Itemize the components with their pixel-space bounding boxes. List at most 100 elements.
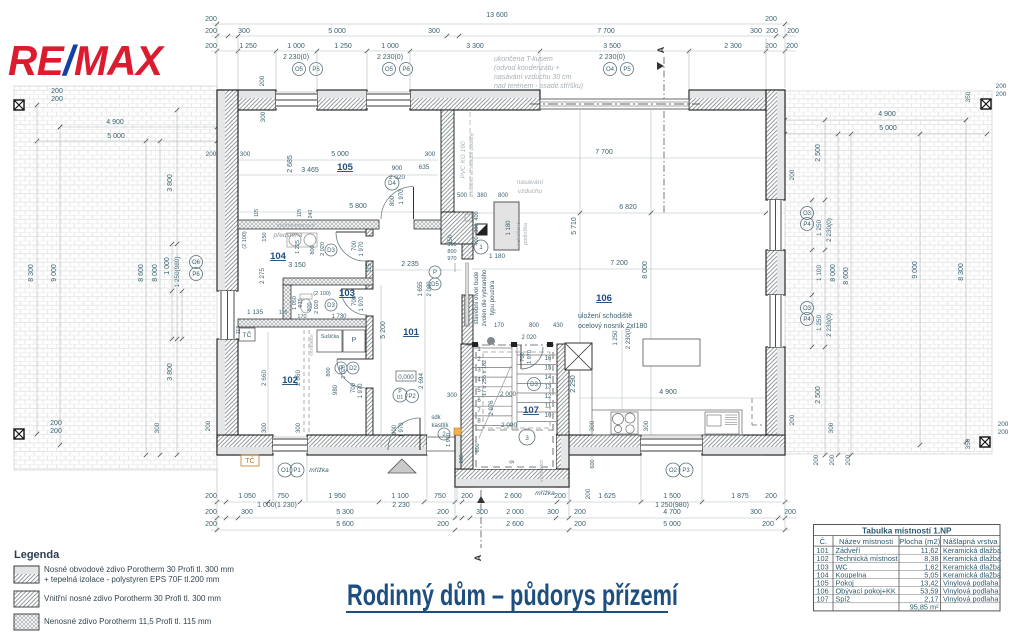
- svg-text:2 660: 2 660: [261, 370, 268, 386]
- svg-text:2 230(0): 2 230(0): [599, 54, 625, 61]
- svg-text:8: 8: [477, 418, 481, 424]
- svg-text:900: 900: [392, 165, 403, 172]
- svg-text:P3: P3: [682, 468, 690, 474]
- svg-text:300: 300: [240, 151, 251, 158]
- svg-text:4: 4: [477, 378, 481, 384]
- svg-text:200: 200: [829, 454, 836, 465]
- svg-text:2 230(0): 2 230(0): [377, 54, 403, 61]
- svg-text:300: 300: [447, 242, 456, 248]
- svg-text:980: 980: [333, 384, 339, 395]
- svg-text:1 050: 1 050: [238, 493, 256, 500]
- svg-text:300: 300: [643, 420, 650, 431]
- svg-text:200: 200: [205, 16, 217, 23]
- svg-text:8 600: 8 600: [138, 264, 145, 282]
- svg-text:300: 300: [260, 111, 267, 122]
- svg-text:Keramická dlažba: Keramická dlažba: [943, 546, 1002, 555]
- svg-text:5: 5: [477, 388, 481, 394]
- svg-text:1 250(980): 1 250(980): [655, 502, 689, 509]
- svg-text:2 000: 2 000: [501, 422, 517, 429]
- svg-text:1 950: 1 950: [328, 493, 346, 500]
- svg-text:300: 300: [547, 509, 559, 516]
- svg-text:750: 750: [277, 493, 289, 500]
- svg-text:1 970: 1 970: [399, 422, 405, 438]
- svg-text:Plocha (m2): Plocha (m2): [899, 537, 940, 546]
- svg-text:200: 200: [50, 420, 62, 427]
- svg-text:TČ: TČ: [243, 330, 252, 339]
- svg-text:5,05: 5,05: [924, 570, 938, 579]
- svg-text:P4: P4: [803, 317, 811, 323]
- svg-text:600: 600: [475, 443, 481, 452]
- svg-text:13 600: 13 600: [486, 12, 508, 19]
- svg-text:P6: P6: [312, 67, 320, 73]
- svg-text:P: P: [339, 366, 343, 372]
- svg-text:2 230(0): 2 230(0): [826, 313, 833, 337]
- svg-text:200: 200: [789, 414, 796, 425]
- svg-text:800: 800: [326, 367, 332, 376]
- svg-text:170: 170: [494, 323, 505, 329]
- svg-text:13,42: 13,42: [920, 579, 938, 588]
- svg-text:4 900: 4 900: [659, 389, 677, 396]
- svg-text:P6: P6: [402, 67, 410, 73]
- svg-text:D5: D5: [431, 282, 439, 288]
- svg-text:95,85 m²: 95,85 m²: [910, 603, 939, 612]
- svg-text:2 300: 2 300: [724, 43, 742, 50]
- svg-text:350: 350: [965, 438, 972, 449]
- svg-text:4 900: 4 900: [878, 111, 896, 118]
- svg-text:200: 200: [206, 151, 217, 158]
- svg-text:2 600: 2 600: [504, 493, 522, 500]
- svg-text:1 225: 1 225: [295, 240, 301, 254]
- svg-text:1 970: 1 970: [446, 433, 452, 447]
- svg-text:nad terénem - osadit stříšku): nad terénem - osadit stříšku): [494, 83, 583, 90]
- svg-text:1 000(1 230): 1 000(1 230): [257, 502, 297, 509]
- svg-text:Tabulka místností 1.NP: Tabulka místností 1.NP: [862, 527, 952, 536]
- svg-text:850: 850: [448, 234, 454, 245]
- svg-text:500: 500: [457, 193, 468, 199]
- svg-text:2 685: 2 685: [287, 155, 294, 173]
- svg-text:115: 115: [254, 209, 260, 217]
- svg-text:P2: P2: [408, 394, 416, 400]
- svg-text:200: 200: [461, 493, 473, 500]
- svg-text:D2: D2: [349, 366, 357, 372]
- svg-text:D3: D3: [327, 248, 335, 254]
- svg-text:3: 3: [525, 435, 529, 442]
- svg-text:102: 102: [282, 375, 298, 386]
- svg-text:105: 105: [337, 162, 354, 173]
- svg-text:750: 750: [434, 493, 446, 500]
- svg-text:800: 800: [529, 323, 540, 329]
- svg-text:4 700: 4 700: [663, 509, 681, 516]
- svg-text:300: 300: [476, 509, 488, 516]
- svg-text:9: 9: [510, 460, 516, 464]
- svg-text:0,000: 0,000: [398, 374, 414, 381]
- svg-text:430: 430: [553, 323, 564, 329]
- svg-text:kastlík: kastlík: [431, 423, 449, 429]
- svg-text:2 020: 2 020: [314, 300, 320, 314]
- svg-text:1 250(980): 1 250(980): [174, 257, 181, 288]
- svg-text:103: 103: [339, 288, 355, 299]
- svg-text:2 230: 2 230: [392, 502, 410, 509]
- svg-text:101: 101: [403, 327, 420, 338]
- svg-text:A: A: [656, 46, 666, 53]
- svg-text:7 700: 7 700: [597, 28, 615, 35]
- svg-text:115: 115: [367, 263, 373, 273]
- svg-text:2 020: 2 020: [389, 174, 405, 181]
- svg-text:O3: O3: [803, 211, 812, 217]
- svg-text:107: 107: [817, 595, 829, 604]
- svg-text:400: 400: [474, 236, 480, 245]
- svg-text:800: 800: [390, 195, 396, 206]
- svg-text:200: 200: [813, 454, 820, 465]
- svg-text:ventilátor: ventilátor: [539, 460, 545, 482]
- svg-text:O5: O5: [295, 67, 304, 73]
- svg-text:O4: O4: [606, 67, 615, 73]
- svg-text:Rodinný dům – půdorys přízemí: Rodinný dům – půdorys přízemí: [347, 578, 679, 612]
- svg-text:3 465: 3 465: [301, 167, 319, 174]
- svg-text:Vinylová podlaha: Vinylová podlaha: [943, 595, 999, 604]
- svg-text:2 694: 2 694: [418, 373, 425, 389]
- svg-text:1 050: 1 050: [292, 296, 298, 310]
- svg-text:1 970: 1 970: [527, 350, 533, 364]
- svg-text:200: 200: [996, 91, 1007, 98]
- svg-text:53,59: 53,59: [920, 587, 938, 596]
- svg-text:600: 600: [590, 459, 596, 468]
- svg-text:200: 200: [996, 83, 1007, 90]
- svg-text:1 000: 1 000: [164, 257, 171, 275]
- svg-text:300: 300: [154, 422, 161, 433]
